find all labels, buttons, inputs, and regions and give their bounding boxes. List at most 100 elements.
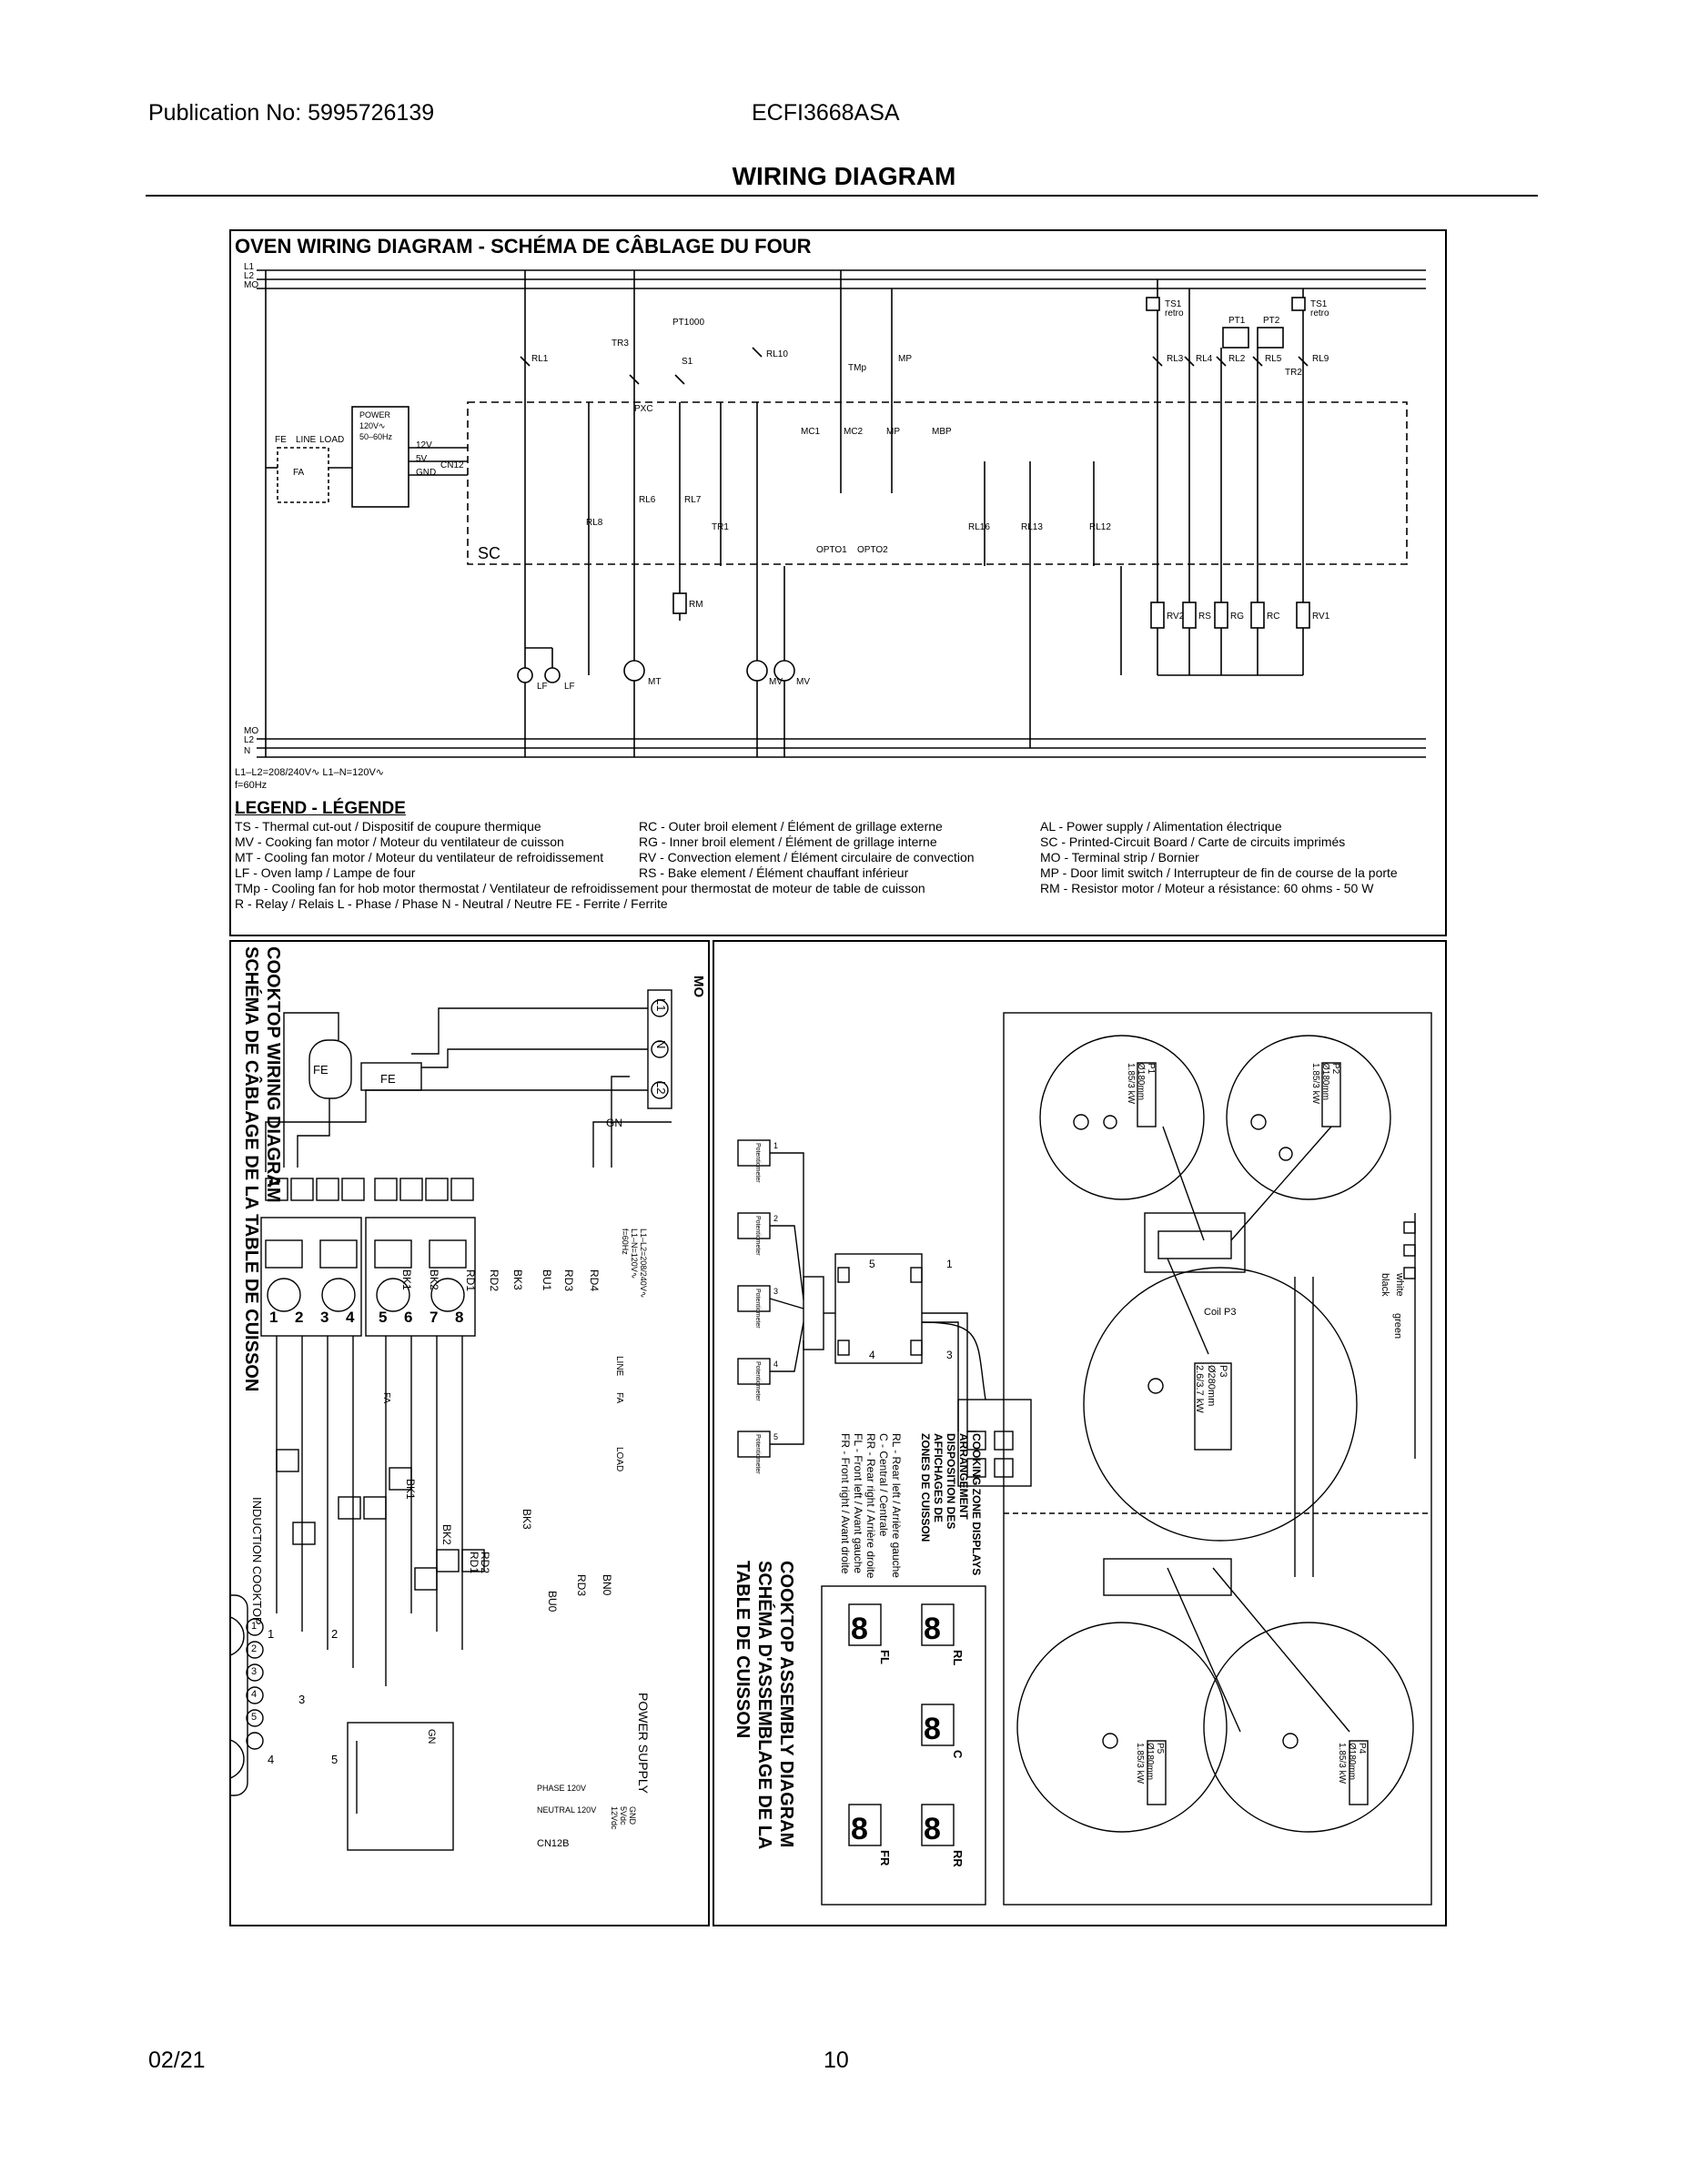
display-label-rr: RR bbox=[951, 1850, 965, 1867]
display-label-fl: FL bbox=[878, 1650, 892, 1664]
svg-text:RL6: RL6 bbox=[639, 495, 656, 505]
cooktop-zone-number: 5 bbox=[331, 1753, 339, 1766]
svg-text:FA: FA bbox=[293, 468, 305, 478]
header-rule bbox=[146, 195, 1538, 197]
connector-number: 2 bbox=[295, 1309, 304, 1326]
display-label-fr: FR bbox=[878, 1850, 892, 1866]
svg-text:GN: GN bbox=[606, 1117, 622, 1129]
supply-line: 5Vdc bbox=[619, 1806, 628, 1825]
svg-text:OPTO2: OPTO2 bbox=[857, 545, 888, 555]
ui-connector: 1 bbox=[773, 1141, 779, 1150]
zone-p3-label: P3 Ø280mm 2.6/3.7 kW bbox=[1193, 1365, 1228, 1413]
zone-legend-item: RL - Rear left / Arrière gauche bbox=[890, 1433, 903, 1578]
svg-text:L2: L2 bbox=[244, 735, 255, 745]
svg-text:RL2: RL2 bbox=[1228, 354, 1246, 364]
connector-number: 8 bbox=[455, 1309, 464, 1326]
display-label-c: C bbox=[951, 1750, 965, 1759]
zone-p4-label: P4 Ø180mm 1.85/3 kW bbox=[1337, 1743, 1367, 1784]
terminal-number: 1 bbox=[251, 1621, 258, 1632]
ui-connector: 5 bbox=[773, 1432, 779, 1441]
connector-number: 1 bbox=[269, 1309, 278, 1326]
legend-item: LF - Oven lamp / Lampe de four bbox=[235, 865, 416, 880]
assembly-title-line1: COOKTOP ASSEMBLY DIAGRAM bbox=[776, 1561, 796, 1848]
svg-text:RL9: RL9 bbox=[1312, 354, 1329, 364]
svg-text:MC1: MC1 bbox=[801, 427, 821, 437]
zone-display-title: COOKING ZONE DISPLAYS ARRANGEMENT DISPOS… bbox=[919, 1433, 983, 1575]
svg-text:black: black bbox=[1380, 1273, 1390, 1297]
wire-label-bottom: BK2 bbox=[440, 1524, 453, 1545]
legend-item: MT - Cooling fan motor / Moteur du venti… bbox=[235, 850, 604, 864]
zone-name: P3 bbox=[1218, 1365, 1228, 1378]
supply-line: NEUTRAL 120V bbox=[537, 1805, 597, 1815]
display-digit-fr: 8 bbox=[851, 1812, 868, 1846]
svg-text:N: N bbox=[244, 746, 250, 756]
zone-size: Ø280mm bbox=[1206, 1365, 1217, 1407]
zone-power: 1.85/3 kW bbox=[1337, 1743, 1347, 1785]
ui-connector: 4 bbox=[773, 1360, 779, 1369]
zone-size: Ø180mm bbox=[1320, 1063, 1330, 1101]
zone-name: P4 bbox=[1357, 1743, 1367, 1754]
wire-label-top: BK1 bbox=[400, 1269, 413, 1290]
svg-text:MP: MP bbox=[886, 427, 900, 437]
potentiometer-label: Potentiometer bbox=[754, 1361, 761, 1401]
connector-numbers-top: 1 bbox=[262, 1179, 284, 1188]
svg-text:RL13: RL13 bbox=[1021, 522, 1043, 532]
svg-text:RL8: RL8 bbox=[586, 518, 603, 528]
connector-number: 4 bbox=[346, 1309, 355, 1326]
publication-number: Publication No: 5995726139 bbox=[148, 100, 435, 126]
svg-text:TR2: TR2 bbox=[1285, 368, 1302, 378]
induction-cooktop-label: INDUCTION COOKTOP bbox=[250, 1497, 264, 1625]
svg-text:RL1: RL1 bbox=[531, 354, 549, 364]
svg-text:S1: S1 bbox=[682, 357, 693, 367]
legend-item: MO - Terminal strip / Bornier bbox=[1040, 850, 1199, 864]
svg-text:POWER: POWER bbox=[359, 410, 391, 420]
legend-column-2: RC - Outer broil element / Élément de gr… bbox=[639, 819, 975, 881]
hub-connector: 3 bbox=[946, 1349, 953, 1361]
svg-text:RV2: RV2 bbox=[1167, 612, 1185, 622]
svg-text:TS1: TS1 bbox=[1165, 299, 1182, 309]
svg-text:120V∿: 120V∿ bbox=[359, 421, 386, 430]
svg-text:RL7: RL7 bbox=[684, 495, 702, 505]
svg-text:MT: MT bbox=[648, 677, 661, 687]
supply-note-line: f=60Hz bbox=[621, 1228, 630, 1255]
svg-text:RL16: RL16 bbox=[968, 522, 990, 532]
svg-text:LF: LF bbox=[564, 682, 575, 692]
ui-connector: 2 bbox=[773, 1214, 779, 1223]
zone-legend-item: RR - Rear right / Arrière droite bbox=[864, 1433, 877, 1579]
assembly-title-line2: SCHÉMA D'ASSEMBLAGE DE LA bbox=[754, 1561, 774, 1850]
svg-text:CN12: CN12 bbox=[440, 460, 464, 470]
svg-text:L2: L2 bbox=[244, 271, 255, 281]
svg-text:LINE: LINE bbox=[296, 435, 317, 445]
wire-label-bottom: RD2 bbox=[479, 1552, 491, 1574]
zone-size: Ø180mm bbox=[1136, 1063, 1146, 1101]
legend-item: RM - Resistor motor / Moteur a résistanc… bbox=[1040, 881, 1374, 895]
zone-legend-item: FL - Front left / Avant gauche bbox=[852, 1433, 864, 1574]
oven-diagram-title: OVEN WIRING DIAGRAM - SCHÉMA DE CÂBLAGE … bbox=[235, 235, 812, 258]
connector-number: 5 bbox=[379, 1309, 388, 1326]
display-digit-c: 8 bbox=[924, 1712, 941, 1746]
legend-item: RV - Convection element / Élément circul… bbox=[639, 850, 975, 864]
supply-note-line: L1–N=120V∿ bbox=[630, 1228, 639, 1279]
potentiometer-label: Potentiometer bbox=[754, 1289, 761, 1329]
terminal-l1: L1 bbox=[654, 998, 668, 1012]
legend-item: RS - Bake element / Élément chauffant in… bbox=[639, 865, 909, 880]
wire-label-top: RD2 bbox=[488, 1269, 500, 1292]
cooktop-zone-number: 4 bbox=[268, 1753, 275, 1766]
zone-power: 2.6/3.7 kW bbox=[1194, 1365, 1205, 1413]
zone-size: Ø180mm bbox=[1347, 1743, 1357, 1781]
zone-power: 1.85/3 kW bbox=[1135, 1743, 1145, 1785]
terminal-number: 4 bbox=[251, 1689, 258, 1700]
wire-label-top: RD3 bbox=[562, 1269, 575, 1292]
svg-text:5V: 5V bbox=[416, 454, 428, 464]
svg-text:RL12: RL12 bbox=[1089, 522, 1111, 532]
svg-text:FE: FE bbox=[380, 1072, 396, 1086]
svg-text:RV1: RV1 bbox=[1312, 612, 1330, 622]
svg-text:50–60Hz: 50–60Hz bbox=[359, 432, 393, 441]
supply-line: GND bbox=[628, 1806, 637, 1825]
hub-connector: 4 bbox=[869, 1349, 875, 1361]
legend-item: RG - Inner broil element / Élément de gr… bbox=[639, 834, 937, 849]
fa-label: FA bbox=[381, 1392, 391, 1404]
terminal-number: 5 bbox=[251, 1712, 258, 1723]
svg-text:12V: 12V bbox=[416, 440, 432, 450]
